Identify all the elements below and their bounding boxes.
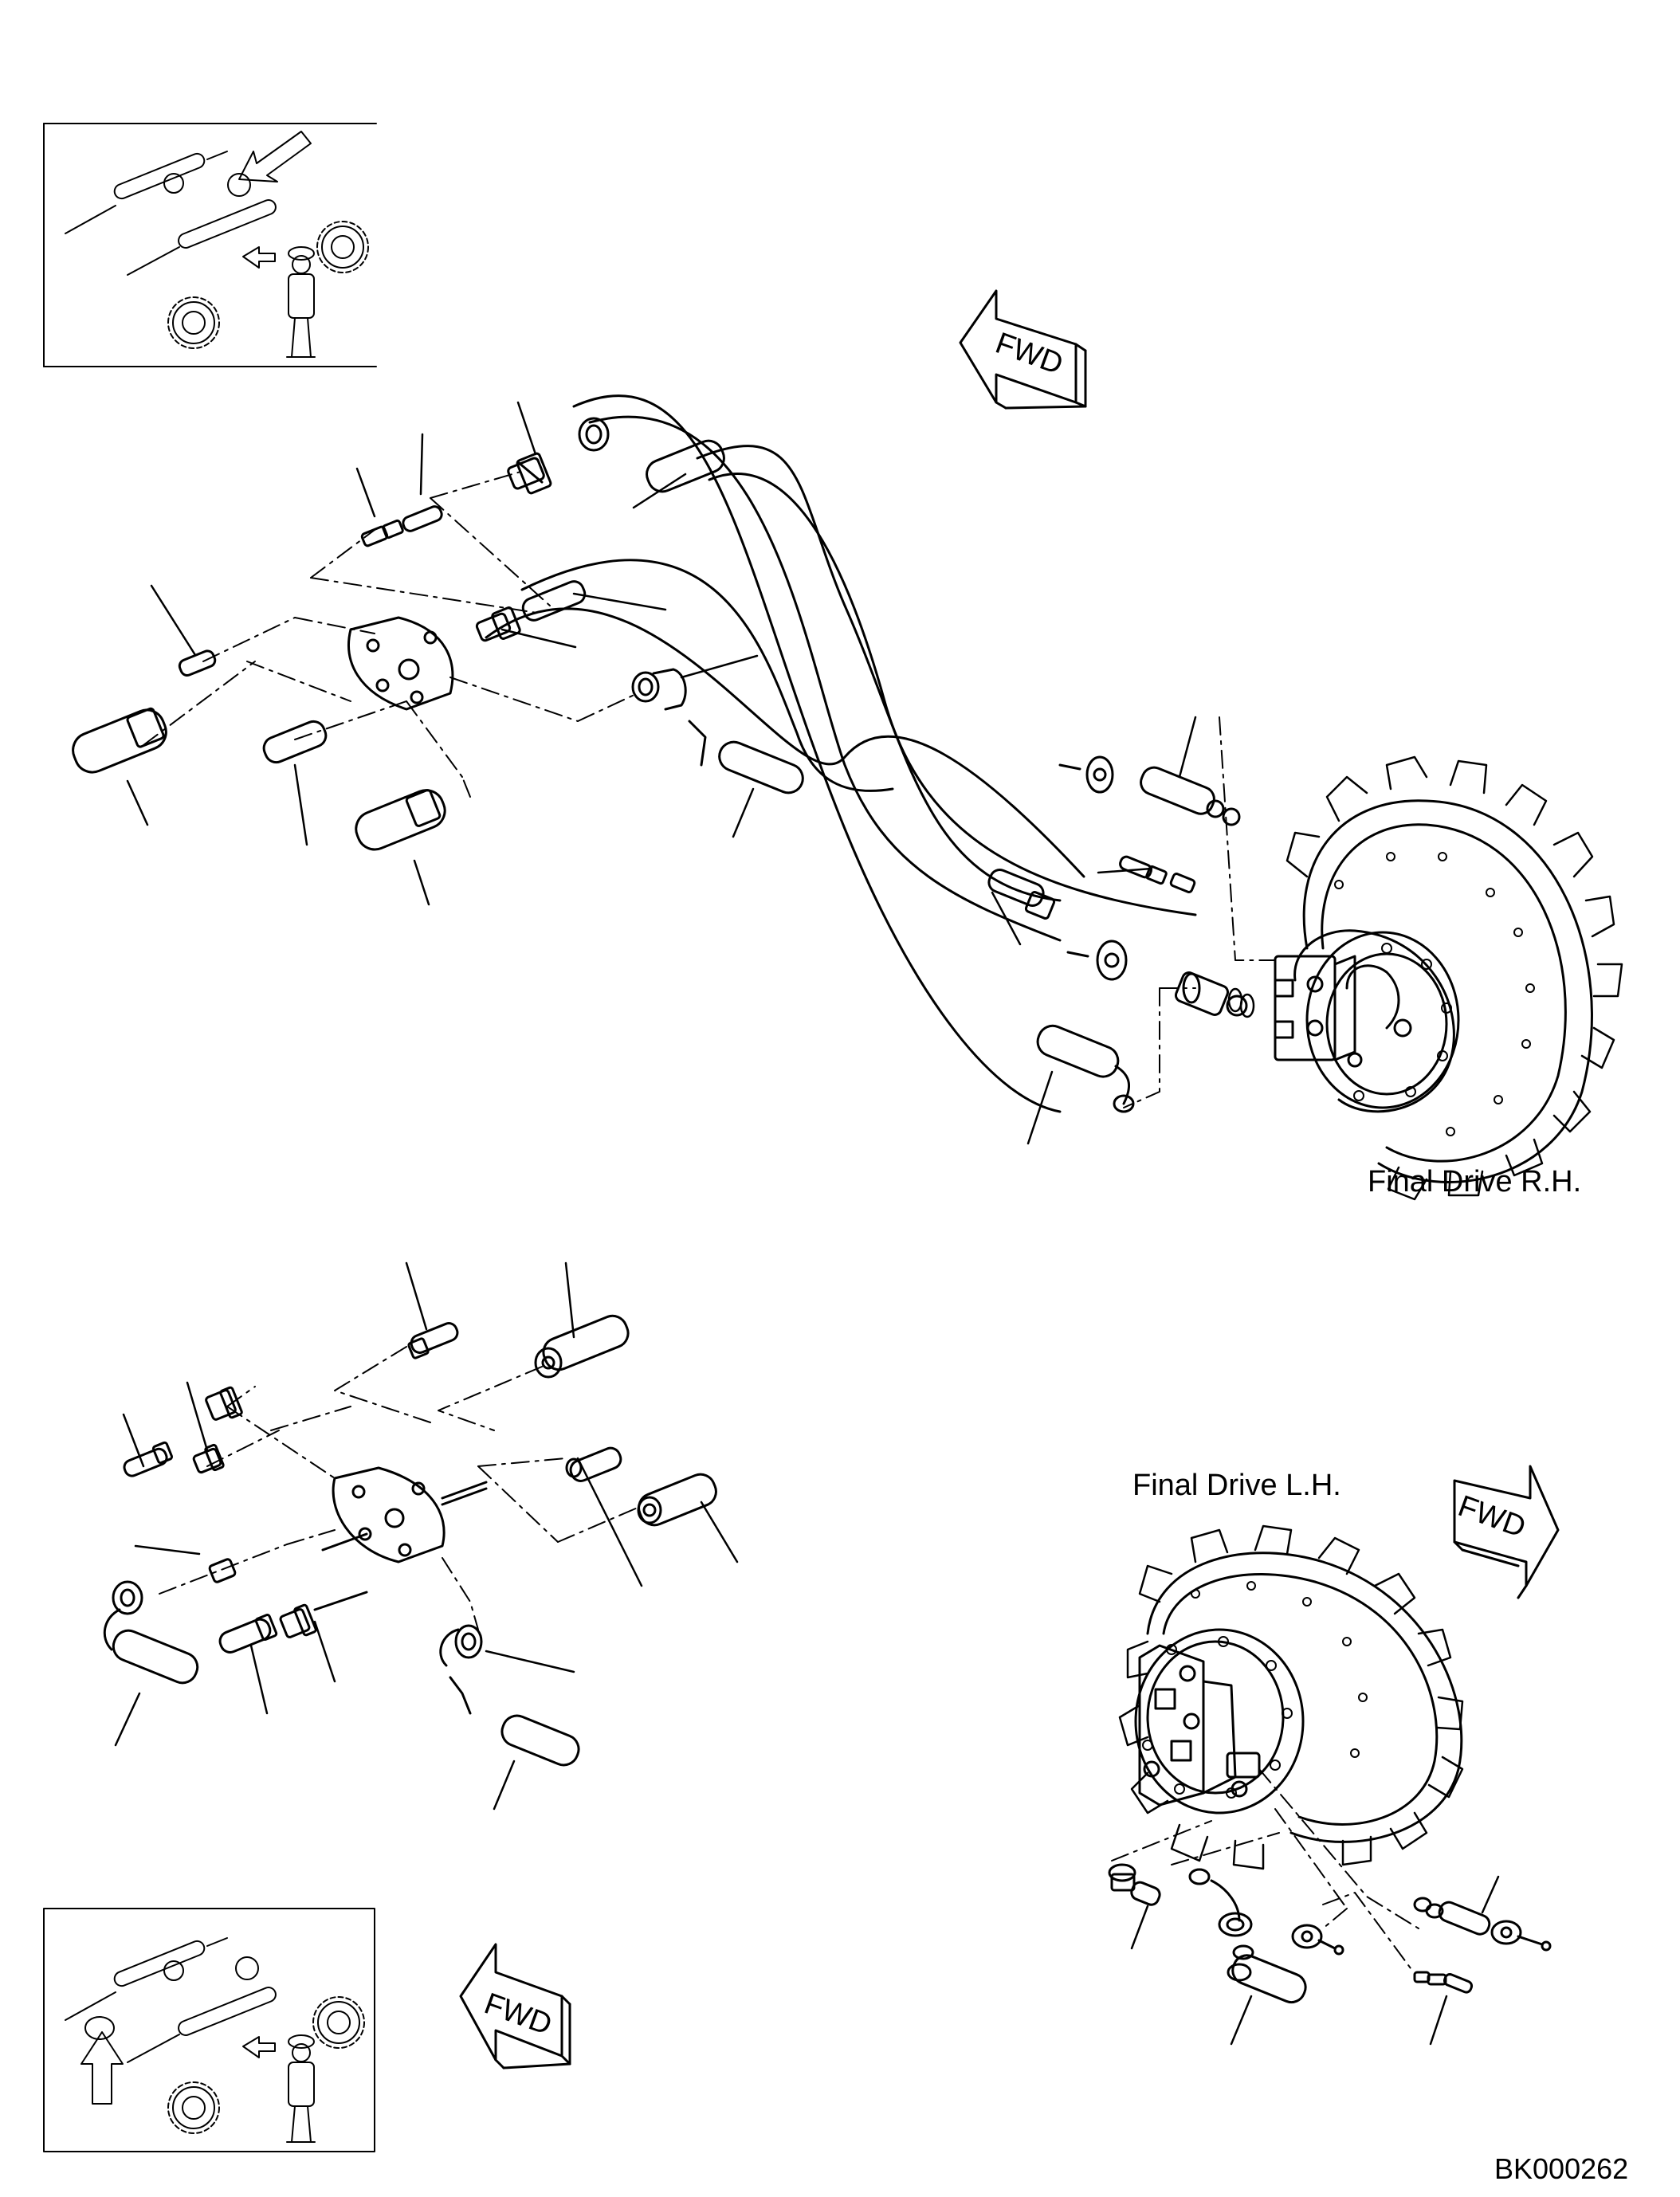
rh-small-plug-top	[360, 505, 443, 547]
rh-fitting-tube-top	[578, 417, 725, 493]
rh-tube-motor-bottom	[1036, 1024, 1135, 1113]
final-drive-rh-label: Final Drive R.H.	[1368, 1165, 1582, 1199]
rh-hose-assembly	[72, 394, 1623, 1201]
thumbnail-sprocket-icon	[316, 221, 369, 273]
lh-tube-right-small	[565, 1446, 622, 1482]
rh-plug-small-left	[178, 649, 217, 677]
lh-dashed-routing	[159, 1346, 638, 1630]
rh-hoses	[485, 394, 1197, 1113]
lh-fd-small-adapter	[1413, 1897, 1552, 1952]
lh-fd-dashed-routing	[1111, 1768, 1419, 1969]
rh-cap-medium	[262, 720, 328, 764]
rh-bolt-flange-2	[1066, 940, 1128, 981]
lh-adapter-mid	[205, 1386, 243, 1583]
thumbnail-operator-icon	[286, 246, 316, 358]
rh-adapter-top	[507, 452, 552, 495]
thumbnail-drive-wheel-icon	[167, 296, 220, 349]
rh-cap-large-1	[72, 707, 167, 774]
lh-cap-right	[637, 1473, 717, 1527]
fwd-text-right: FWD	[1454, 1489, 1530, 1544]
rh-small-adapter-motor	[1119, 855, 1196, 893]
lh-tube-top-small	[407, 1322, 459, 1359]
rh-fitting-motor-2	[987, 869, 1056, 920]
final-drive-lh-icon	[1118, 1524, 1464, 1870]
lh-fd-plug	[1413, 1971, 1474, 1994]
hub-bolts-lh	[1142, 1581, 1368, 1799]
fwd-arrow-right: FWD	[1453, 1465, 1560, 1599]
thumbnail-operator-icon-bottom	[286, 2034, 316, 2143]
rh-elbow-fitting	[631, 668, 687, 711]
lh-leader-lines	[114, 1261, 739, 1811]
rh-leader-lines	[126, 401, 1197, 1145]
lh-drive-fittings	[1108, 1768, 1552, 2046]
lh-elbow-right	[439, 1624, 580, 1767]
location-key-thumbnail-bottom	[43, 1908, 375, 2152]
fwd-arrow-bottom: FWD	[459, 1943, 571, 2069]
thumbnail-small-arrow-icon	[242, 246, 276, 269]
hub-bolts-rh	[1334, 852, 1535, 1136]
lh-fd-adapter-1	[1108, 1863, 1161, 1906]
lh-parts-assembly	[103, 1261, 739, 1811]
drawing-code-label: BK000262	[1494, 2152, 1629, 2185]
rh-cap-large-2	[355, 789, 446, 851]
lh-plug-small-left	[123, 1441, 174, 1477]
rh-fitting-mid	[475, 580, 587, 642]
lh-flange-plate	[321, 1466, 488, 1563]
rh-elbow-tube	[688, 720, 804, 794]
lh-adapter-left	[192, 1443, 225, 1474]
final-drive-lh-label: Final Drive L.H.	[1132, 1469, 1341, 1502]
thumbnail-cylinders-bottom	[65, 1937, 277, 2063]
thumbnail-cylinders	[65, 151, 277, 276]
sprocket-teeth-rh	[1286, 755, 1623, 1201]
rh-dashed-routing	[143, 469, 1276, 1108]
rh-union-fitting	[1174, 971, 1248, 1017]
fwd-arrow-top: FWD	[959, 289, 1087, 410]
sprocket-teeth-lh	[1118, 1524, 1464, 1870]
lh-tube-bottom-small	[218, 1614, 278, 1654]
location-key-thumbnail-top	[43, 123, 377, 367]
rh-o-rings	[1227, 987, 1255, 1018]
rh-bolt-flange-1	[1058, 755, 1114, 794]
lh-adapter-bottom	[279, 1591, 368, 1638]
final-drive-rh-icon	[1274, 755, 1623, 1201]
lh-fd-leader-lines	[1130, 1875, 1500, 2046]
rh-flange-plate	[347, 616, 454, 711]
thumbnail-arrow-icon	[238, 131, 312, 182]
lh-fd-elbow	[1188, 1868, 1254, 1960]
lh-tube-top-large	[534, 1314, 630, 1379]
fwd-text-top: FWD	[991, 327, 1068, 382]
lh-fd-flange-1	[1291, 1924, 1344, 1956]
thumbnail-up-arrow-icon	[80, 2031, 124, 2105]
fwd-text-bottom: FWD	[480, 1987, 556, 2042]
thumbnail-drive-wheel-icon-bottom	[167, 2081, 220, 2134]
lh-fd-cap	[1227, 1954, 1307, 2004]
lh-elbow-left	[103, 1580, 199, 1685]
thumbnail-small-arrow-icon-bottom	[242, 2036, 276, 2058]
rh-tube-motor-1	[1140, 766, 1241, 826]
thumbnail-sprocket-icon-bottom	[312, 1996, 365, 2049]
